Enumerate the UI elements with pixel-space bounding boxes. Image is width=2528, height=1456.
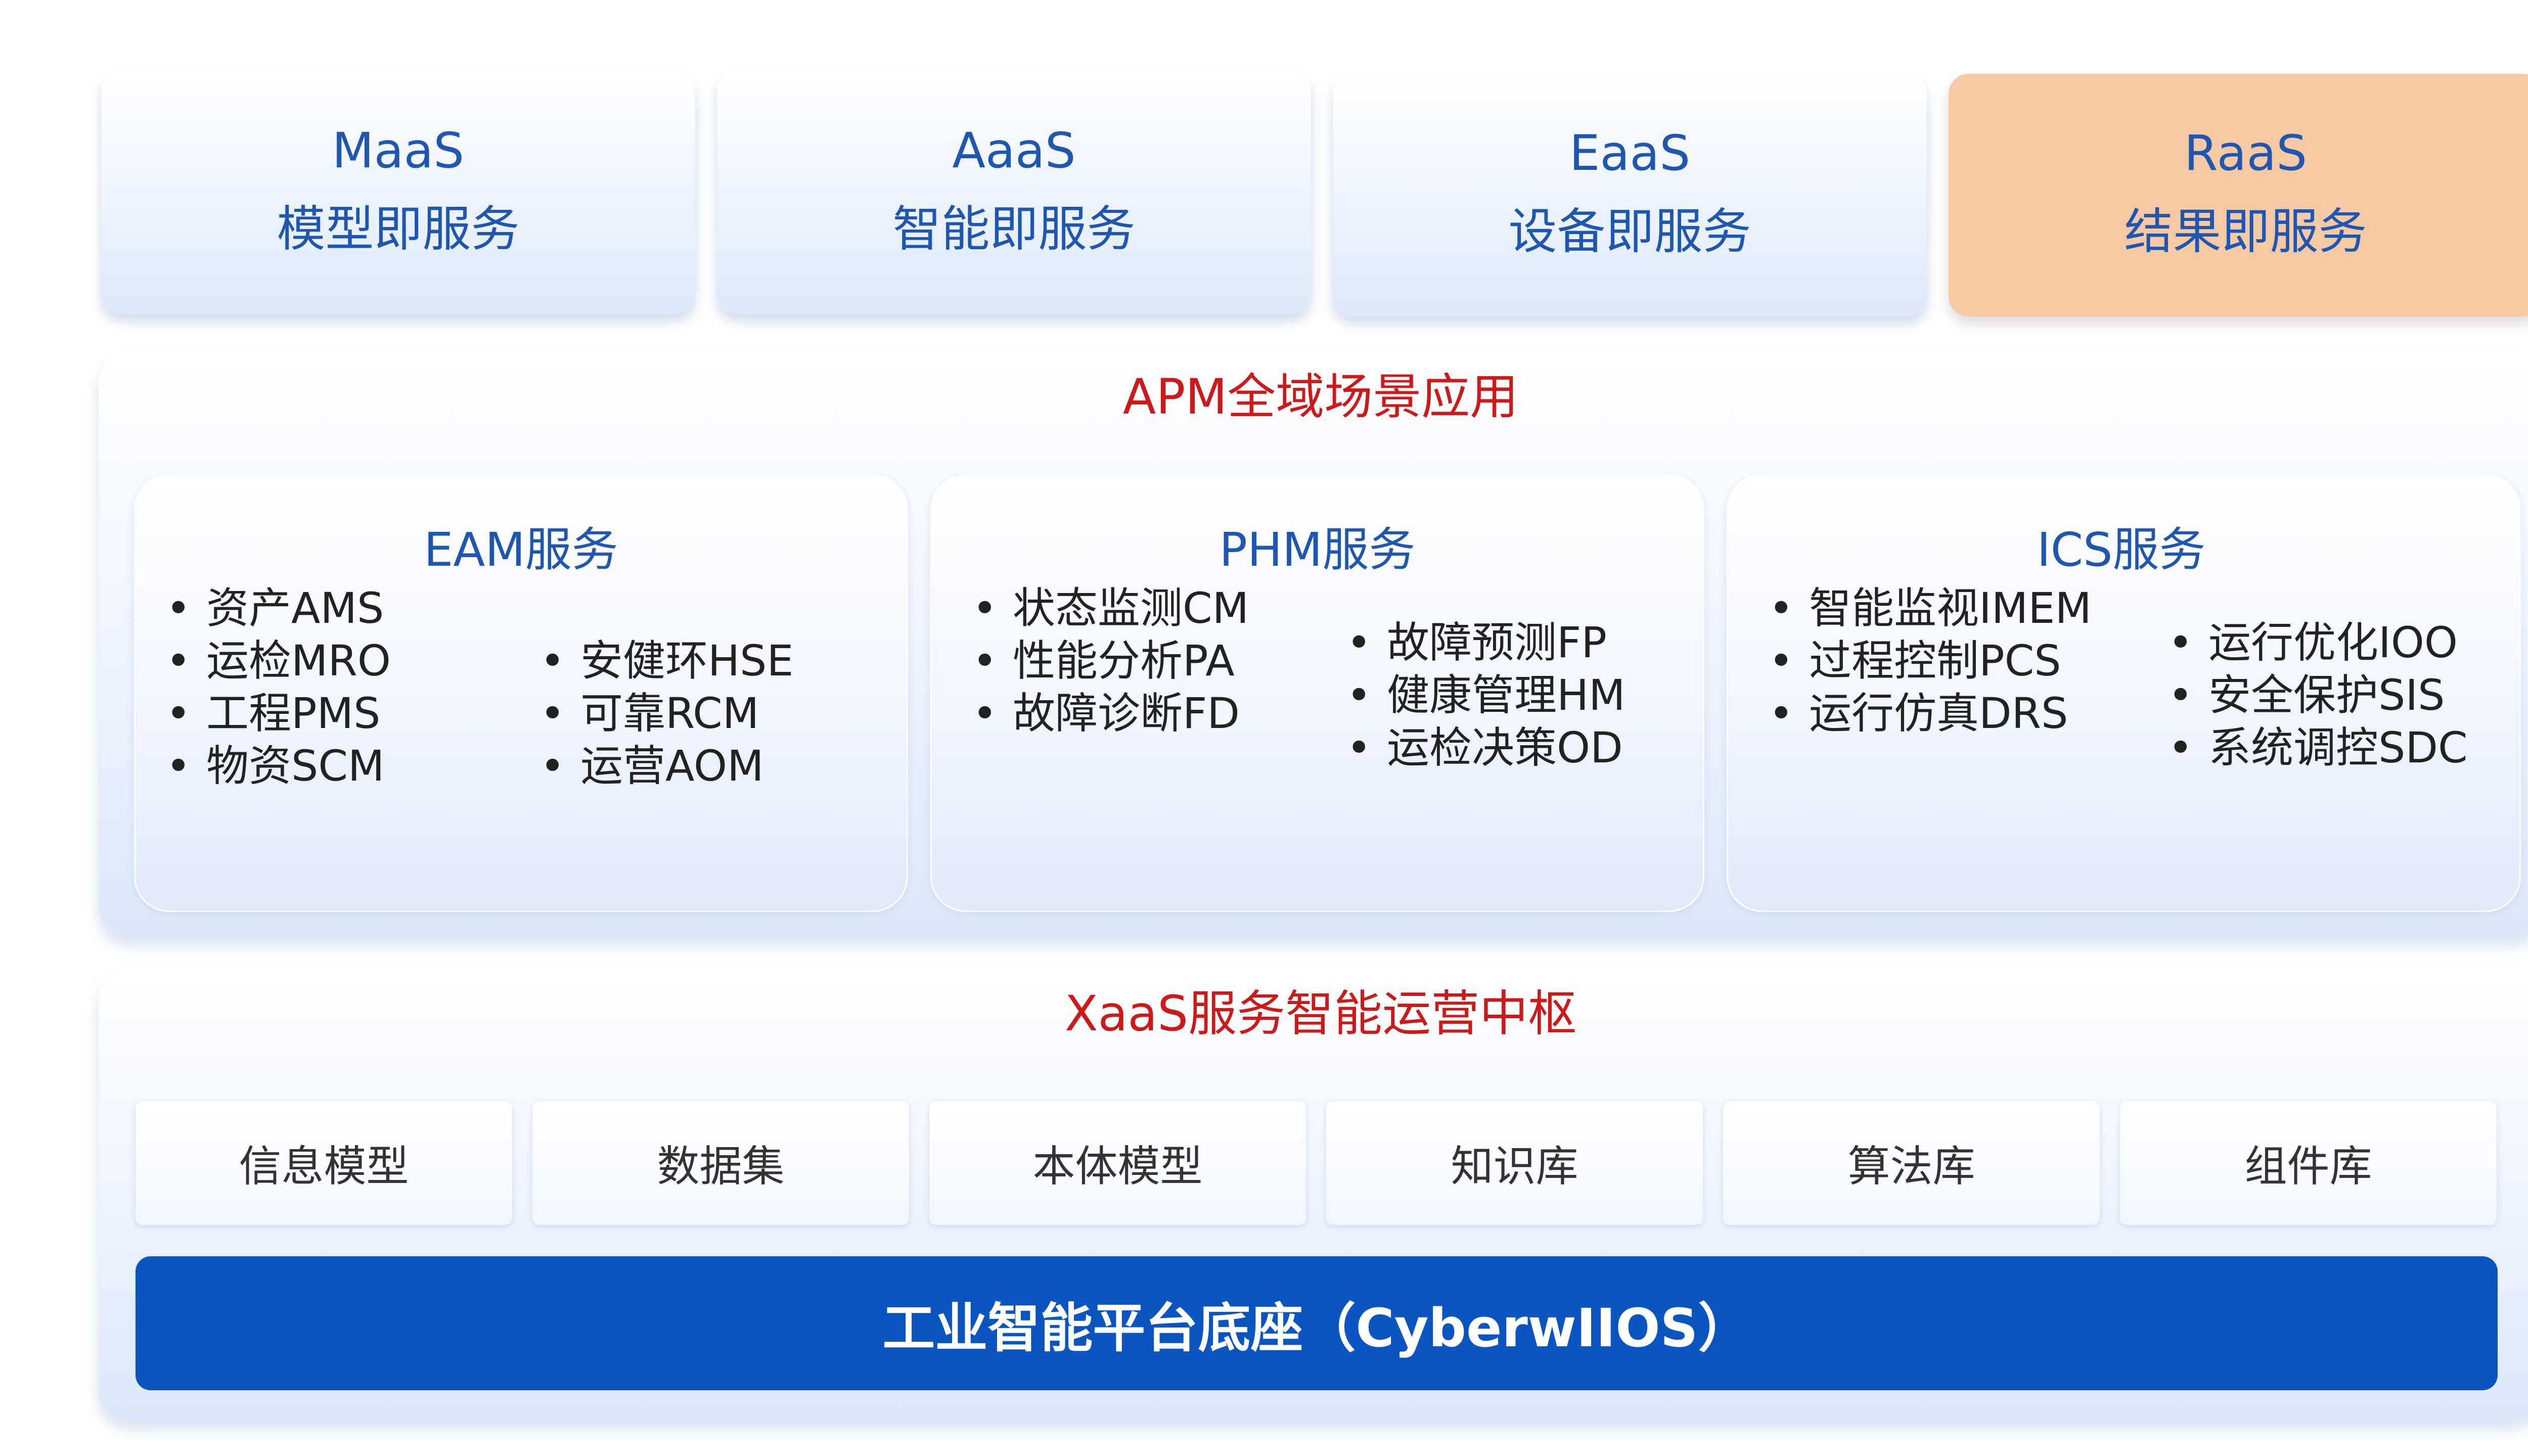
phm-list-left: •状态监测CM •性能分析PA •故障诊断FD [942,582,1249,740]
ics-list-left: •智能监视IMEM •过程控制PCS •运行仿真DRS [1738,582,2092,740]
list-item: •故障诊断FD [972,689,1240,738]
list-item: •安全保护SIS [2168,670,2445,720]
list-item: •运行仿真DRS [1769,689,2068,738]
list-item: •物资SCM [166,741,385,791]
phm-list-right: •故障预测FP •健康管理HM •运检决策OD [1316,616,1626,774]
list-item: •健康管理HM [1346,670,1626,720]
hub-item-ontology: 本体模型 [929,1101,1306,1225]
eam-service-box: EAM服务 •资产AMS •运检MRO •工程PMS •物资SCM •安健环HS… [134,474,908,912]
service-name: 设备即服务 [1508,203,1751,260]
eam-list-left: •资产AMS •运检MRO •工程PMS •物资SCM [136,582,391,792]
service-card-maas: MaaS 模型即服务 [101,71,695,314]
service-name: 模型即服务 [277,201,520,257]
list-item: •工程PMS [166,689,381,738]
service-name: 智能即服务 [892,201,1136,257]
platform-base-bar: 工业智能平台底座（CyberwIIOS） [136,1256,2498,1390]
hub-item-knowledge-base: 知识库 [1326,1101,1703,1225]
service-code: MaaS [332,122,465,179]
service-code: RaaS [2184,124,2308,181]
list-item: •运营AOM [540,741,764,791]
list-item: •资产AMS [166,583,384,633]
eam-title: EAM服务 [424,523,618,577]
list-item: •状态监测CM [972,583,1249,633]
ics-title: ICS服务 [2037,523,2206,577]
service-card-aaas: AaaS 智能即服务 [717,71,1311,314]
list-item: •运检MRO [166,636,391,686]
hub-item-info-model: 信息模型 [136,1101,512,1225]
list-item: •安健环HSE [540,636,794,686]
service-code: AaaS [952,122,1076,179]
apm-title: APM全域场景应用 [1122,369,1519,425]
list-item: •性能分析PA [972,636,1235,686]
service-code: EaaS [1569,124,1691,181]
phm-service-box: PHM服务 •状态监测CM •性能分析PA •故障诊断FD •故障预测FP •健… [930,474,1704,912]
ics-list-right: •运行优化IOO •安全保护SIS •系统调控SDC [2138,616,2468,774]
service-card-eaas: EaaS 设备即服务 [1333,74,1927,316]
list-item: •系统调控SDC [2168,723,2468,772]
phm-title: PHM服务 [1219,523,1416,577]
hub-item-algorithm-library: 算法库 [1723,1101,2100,1225]
eam-list-right: •安健环HSE •可靠RCM •运营AOM [510,634,794,792]
hub-item-component-library: 组件库 [2120,1101,2497,1225]
service-name: 结果即服务 [2124,203,2367,260]
list-item: •运行优化IOO [2168,618,2458,667]
list-item: •过程控制PCS [1769,636,2061,686]
ics-service-box: ICS服务 •智能监视IMEM •过程控制PCS •运行仿真DRS •运行优化I… [1727,474,2521,912]
xaas-title: XaaS服务智能运营中枢 [1064,985,1577,1042]
list-item: •运检决策OD [1346,723,1623,772]
service-card-raas: RaaS 结果即服务 [1949,74,2528,316]
list-item: •可靠RCM [540,689,759,738]
hub-item-dataset: 数据集 [532,1101,909,1225]
list-item: •智能监视IMEM [1769,583,2092,633]
list-item: •故障预测FP [1346,618,1607,667]
